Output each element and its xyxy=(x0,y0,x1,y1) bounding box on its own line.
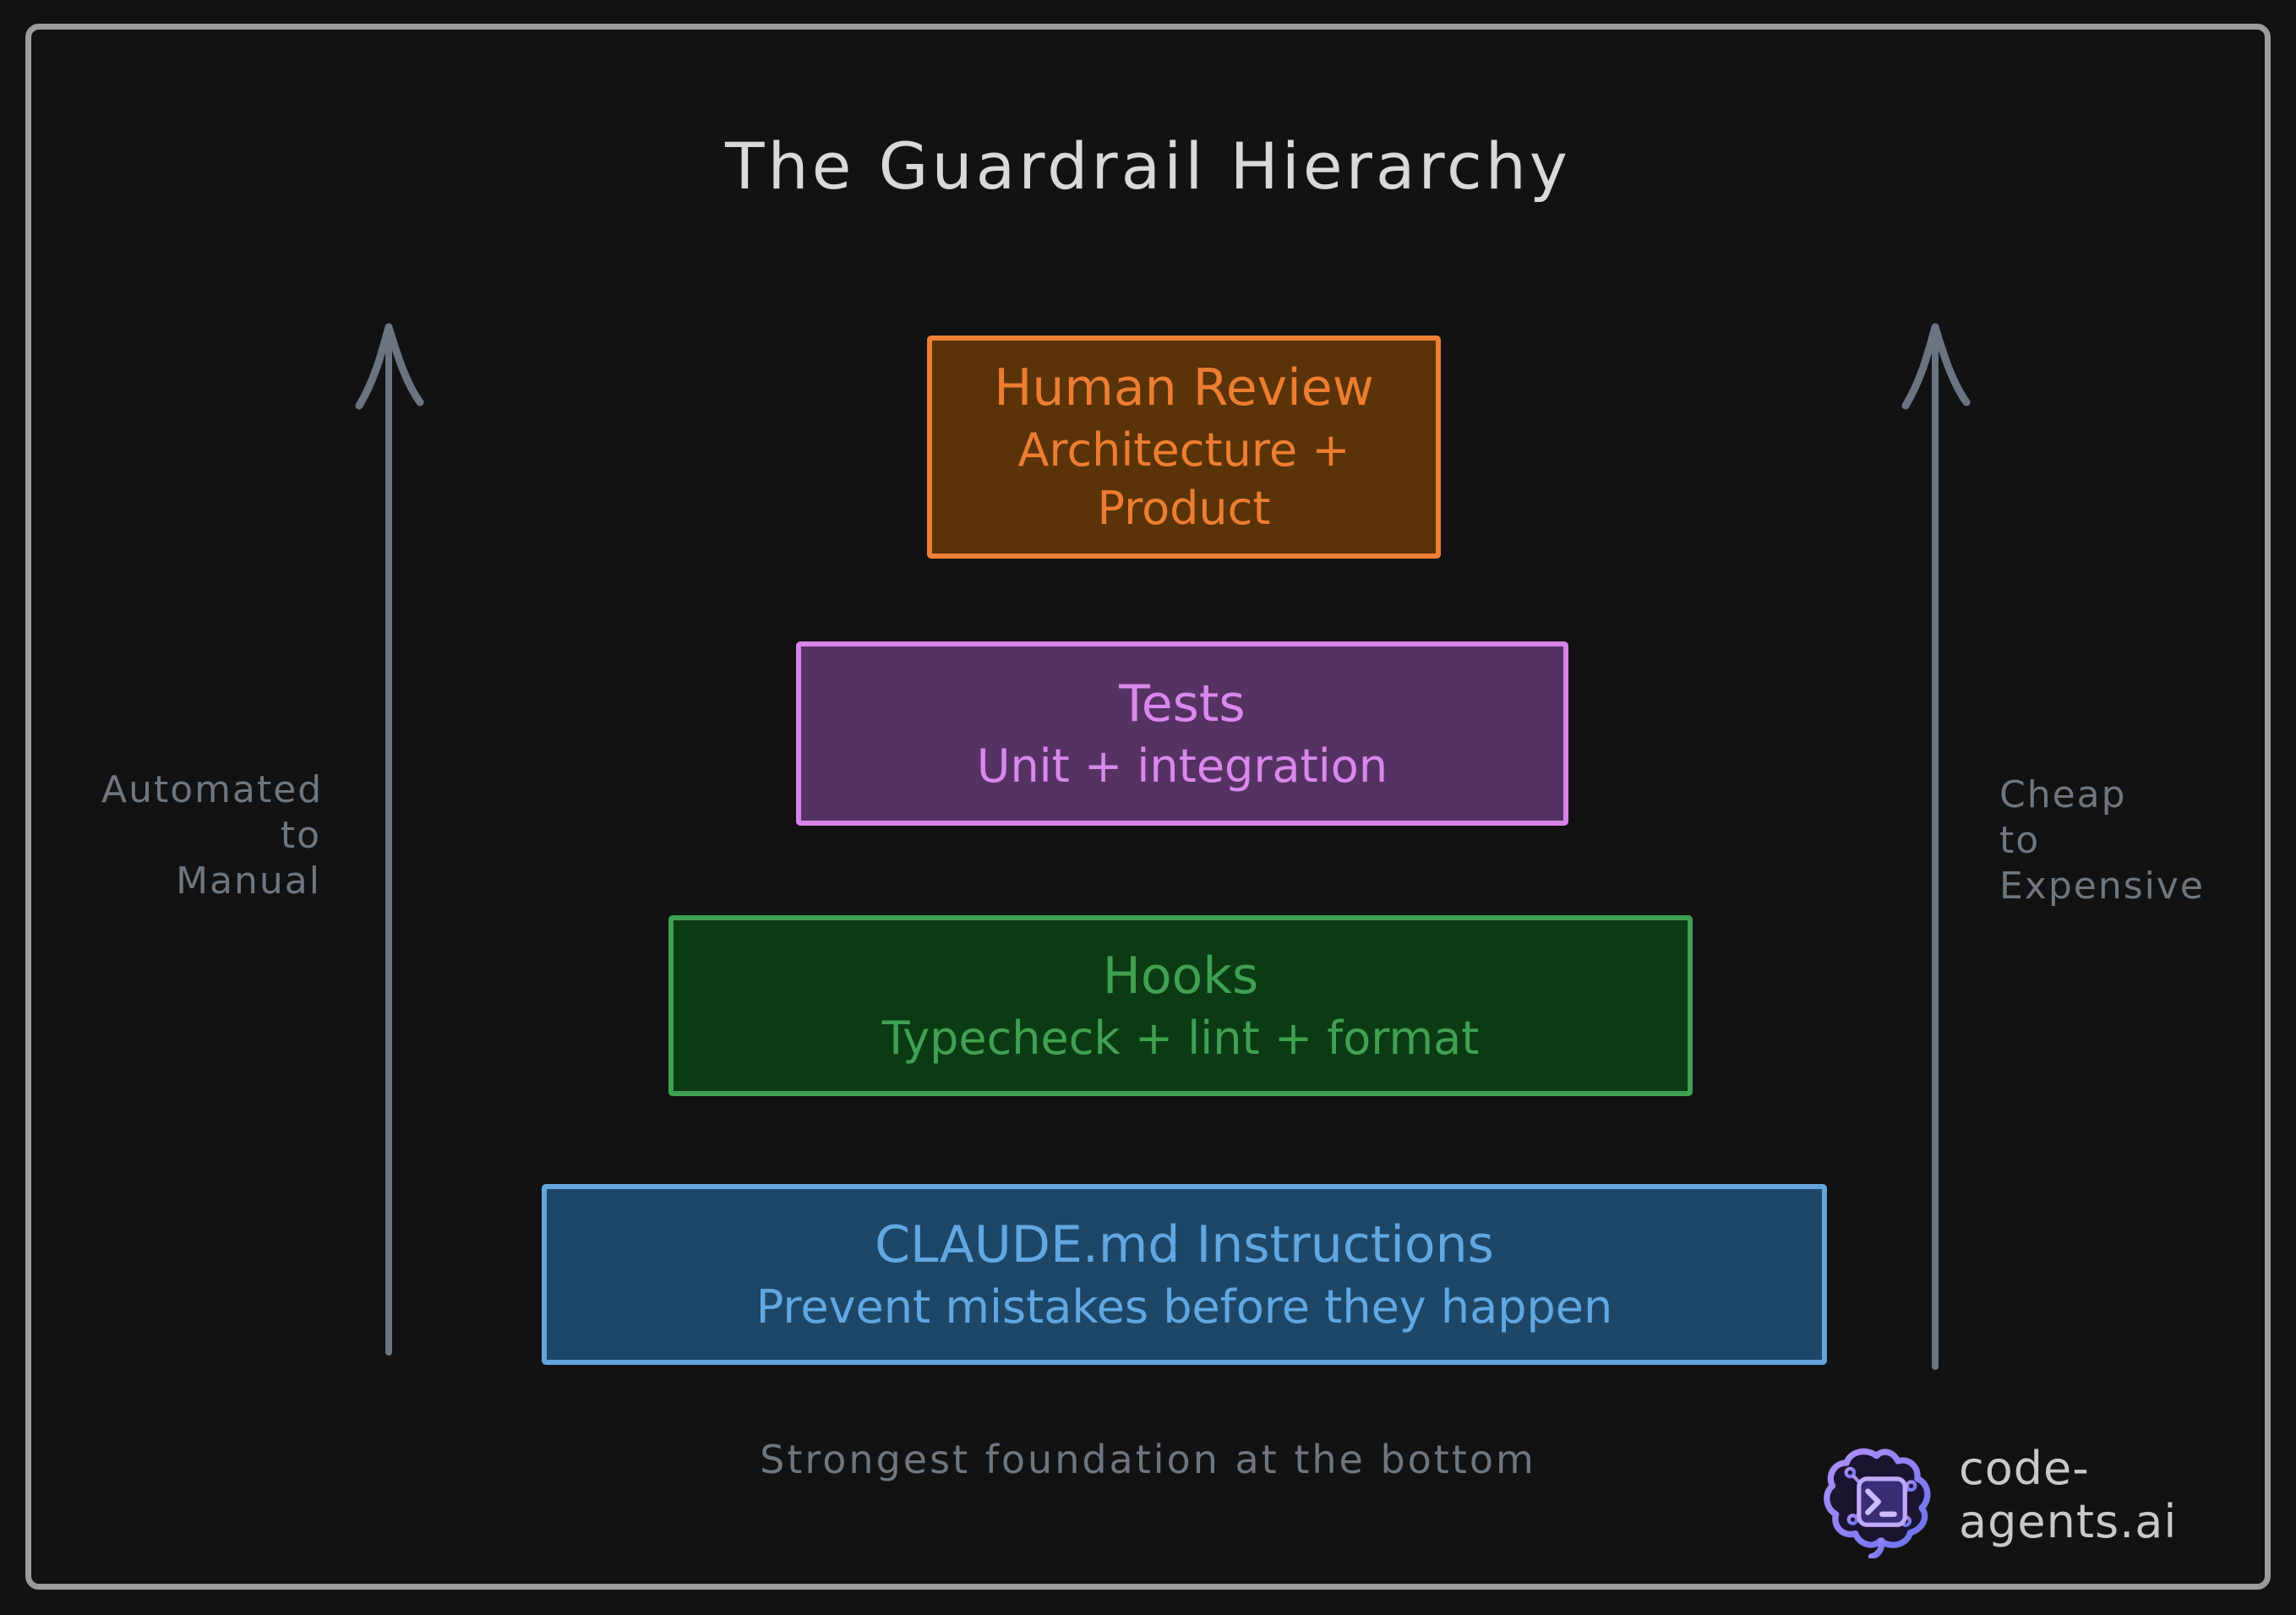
level-title: Human Review xyxy=(994,358,1374,418)
level-title: Tests xyxy=(1119,674,1246,734)
level-box-hooks: Hooks Typecheck + lint + format xyxy=(668,915,1693,1096)
level-detail: Prevent mistakes before they happen xyxy=(755,1279,1613,1334)
left-axis-line: Automated xyxy=(101,768,324,811)
right-axis-line: Expensive xyxy=(1999,865,2205,908)
brand-logo: code-agents.ai xyxy=(1824,1442,2296,1560)
up-arrow-right xyxy=(1901,323,1971,1370)
level-title: CLAUDE.md Instructions xyxy=(875,1215,1494,1275)
footer-caption: Strongest foundation at the bottom xyxy=(760,1437,1536,1482)
level-detail: Architecture + Product xyxy=(1017,423,1350,536)
level-box-human-review: Human Review Architecture + Product xyxy=(927,336,1441,559)
level-detail: Unit + integration xyxy=(976,739,1388,793)
right-axis-label: Cheap to Expensive xyxy=(1999,772,2253,909)
brain-terminal-icon xyxy=(1824,1448,1931,1558)
up-arrow-left xyxy=(355,323,424,1356)
brand-name: code-agents.ai xyxy=(1959,1442,2178,1548)
level-detail: Typecheck + lint + format xyxy=(881,1011,1480,1065)
right-axis-line: Cheap xyxy=(1999,773,2127,816)
page-title: The Guardrail Hierarchy xyxy=(725,128,1571,204)
level-box-tests: Tests Unit + integration xyxy=(796,641,1568,826)
left-axis-line: to xyxy=(280,814,321,857)
left-axis-label: Automated to Manual xyxy=(101,767,321,904)
level-box-claude-md: CLAUDE.md Instructions Prevent mistakes … xyxy=(542,1184,1827,1365)
left-axis-line: Manual xyxy=(176,859,321,903)
level-title: Hooks xyxy=(1102,947,1259,1007)
right-axis-line: to xyxy=(1999,819,2041,862)
